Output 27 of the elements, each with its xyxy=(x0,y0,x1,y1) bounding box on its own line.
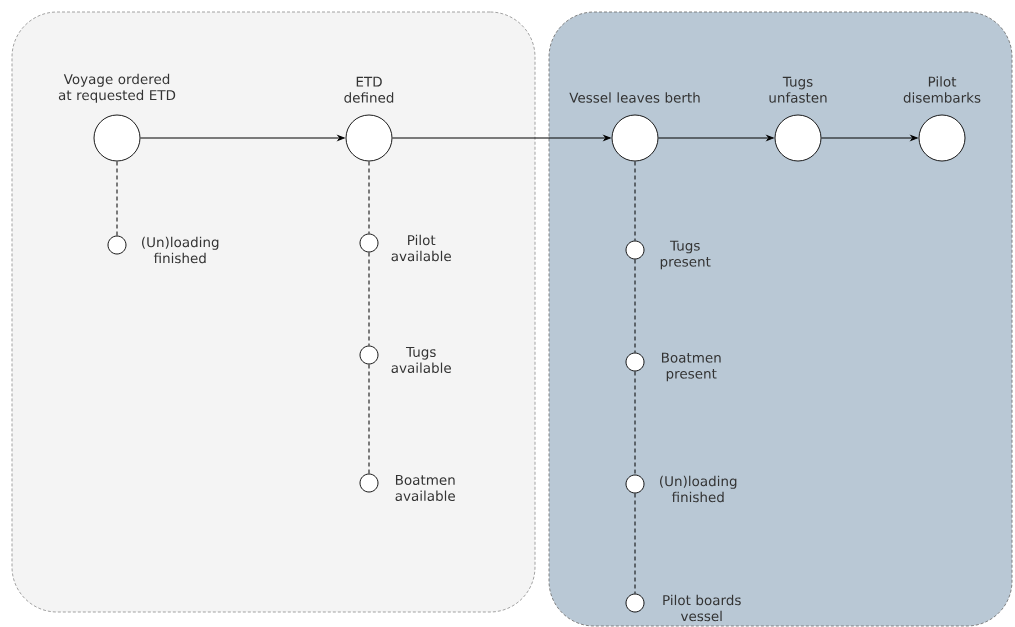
dashed-line xyxy=(634,370,636,476)
arrow xyxy=(820,135,918,141)
dashed-line xyxy=(116,160,118,237)
event-label: Pilot disembarks xyxy=(903,76,981,103)
event-label: Pilot available xyxy=(391,234,451,262)
event-label: Tugs available xyxy=(391,347,451,373)
event-label: Vessel leaves berth xyxy=(569,92,700,103)
event-label: Pilot boards vessel xyxy=(663,594,741,622)
event-label: Boatmen present xyxy=(662,352,721,382)
group-panel xyxy=(11,11,536,613)
arrow xyxy=(139,135,345,141)
dashed-line xyxy=(634,492,636,595)
event-label: ETD defined xyxy=(344,76,394,103)
event-label: (Un)loading finished xyxy=(660,475,737,503)
dashed-line xyxy=(368,251,370,347)
arrow xyxy=(391,135,611,141)
event-label: Tugs present xyxy=(660,240,711,270)
event-label: Boatmen available xyxy=(395,475,455,501)
event-label: (Un)loading finished xyxy=(142,236,219,264)
arrow xyxy=(657,135,774,141)
event-label: Tugs unfasten xyxy=(769,76,827,103)
event-label: Voyage ordered at requested ETD xyxy=(58,73,176,103)
dashed-line xyxy=(634,160,636,242)
group-panel xyxy=(548,11,1013,627)
dashed-line xyxy=(368,160,370,235)
dashed-line xyxy=(634,258,636,354)
dashed-line xyxy=(368,363,370,475)
